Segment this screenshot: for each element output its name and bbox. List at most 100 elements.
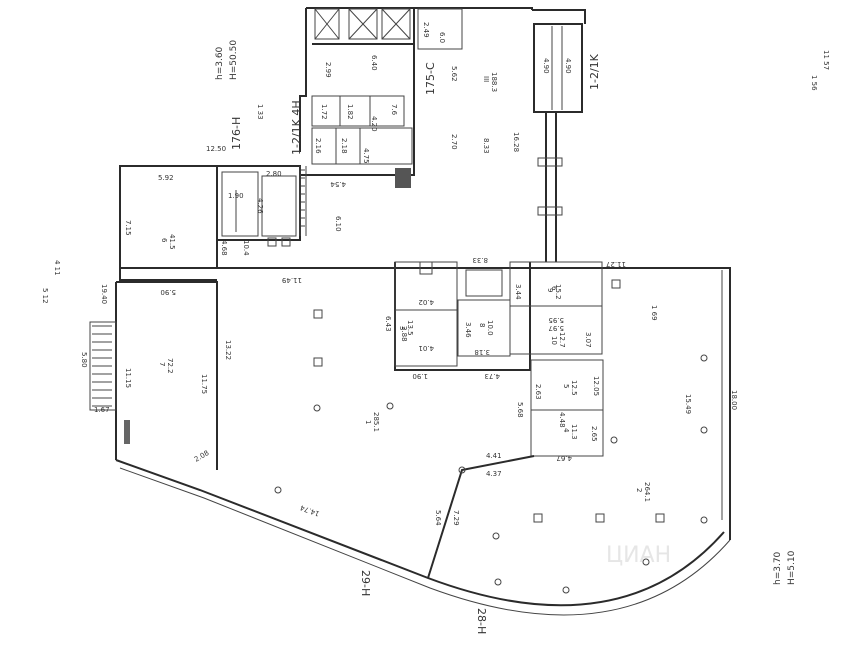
columns [274,279,708,594]
room-area: 12.5 [570,380,578,396]
dimension: 4.01 [418,344,434,352]
dimension: 1.90 [228,192,244,200]
room-area: 10.0 [486,320,494,336]
dimension: 4.90 [542,58,550,74]
watermark-logo: ЦИАН [606,543,671,568]
dimension: 2.99 [324,62,332,78]
axis-label-29: 29-H [359,570,372,596]
room-number: III [482,76,490,82]
side-mark-left-top: 1 33 [256,104,264,120]
dimension: 5.68 [516,402,524,418]
room-area: 13.5 [406,320,414,336]
dimension: 2.88 [400,326,408,342]
dimension: 1.67 [94,406,110,414]
dimension: 11.49 [282,276,302,284]
dimension: 8.33 [472,256,488,264]
dimension: 11.75 [200,374,208,394]
dimension: 16.28 [512,132,520,152]
dimension: 2.65 [590,426,598,442]
side-mark-right-top-b: 1 56 [810,75,818,91]
dimension: 4.75 [362,148,370,164]
dimension: 2.18 [340,138,348,154]
dimension: 1.90 [412,372,428,380]
dimension: 7.15 [124,220,132,236]
room-number: 10 [550,336,558,345]
dimension: 5.64 [434,510,442,526]
dimension: 6.0 [438,32,446,43]
axis-label-1-2lk4: 1-2/1K 4H [290,100,303,155]
dimension: 2.80 [266,170,282,178]
inner-rooms [394,261,604,579]
dimension: 1.72 [320,104,328,120]
room-number: 2 [635,488,643,492]
dimension: 6.40 [370,55,378,71]
dimension: 4.48 [558,412,566,428]
room-number: 3 [398,326,406,330]
side-mark-right-mid: 1 69 [650,305,658,321]
room-area: 285.1 [372,412,380,432]
height-label-H: H=50.50 [229,40,239,80]
room-area: 12.7 [558,332,566,348]
dimension: 19.40 [100,284,108,304]
dimension: 11.15 [124,368,132,388]
dimension: 10.4 [242,240,250,256]
dimension: 4.73 [484,372,500,380]
dimension: 2.70 [450,134,458,150]
dimension: 4.02 [418,298,434,306]
room-number: 1 [364,420,372,424]
dimension: 12.05 [592,376,600,396]
height-label-h-br: h=3.70 [773,551,783,585]
room-area: 11.3 [570,424,578,440]
dimension: 5.80 [80,352,88,368]
dimension: 4.20 [370,116,378,132]
dimension: 4.68 [220,240,228,256]
room-number: 8 [478,323,486,327]
dimension: 3.07 [584,332,592,348]
axis-label-175: 175-C [424,62,437,95]
dimension: 13.22 [224,340,232,360]
dimension: 7.29 [452,510,460,526]
dimension: 4.67 [556,454,572,462]
dimension: 1.82 [346,104,354,120]
upper-service-block [299,7,533,188]
room-number: 6 [550,286,558,291]
right-stair-column [532,9,586,262]
left-wing [89,165,218,470]
dimension: 5.97 [548,324,564,332]
room-area: 188.3 [490,72,498,92]
dimension: 5.90 [160,288,176,296]
room-number: 5 [562,384,570,388]
dimension: 3.18 [474,348,490,356]
dimension: 5.92 [158,174,174,182]
room-area: 15.2 [554,284,562,300]
room-number: 9 [546,288,554,292]
dimension: 4.90 [564,58,572,74]
height-label-h: h=3.60 [215,46,225,80]
dimension: 11.27 [606,260,626,268]
axis-label-28: 28-H [475,608,488,634]
dimension: 6.10 [334,216,342,232]
dimension: 8.33 [482,138,490,154]
dimension: 14.74 [299,503,321,518]
height-label-H-br: H=5.10 [787,550,797,585]
dimension: 3.44 [514,284,522,300]
side-mark-right-top: 11 57 [822,50,830,70]
axis-label-176: 176-H [230,117,243,150]
dimension: 6.43 [384,316,392,332]
dimension: 5.95 [548,316,564,324]
dimensions: 6.40 2.49 6.0 2.99 5.62 4.90 4.90 1.82 1… [80,22,738,526]
room-labels: 1 285.1 2 264.1 3 13.5 4 11.3 5 12.5 6 4… [158,72,651,502]
room-area: 41.5 [168,234,176,250]
dimension: 3.46 [464,322,472,338]
dimension: 4.41 [486,452,502,460]
dimension: 15.49 [684,394,692,414]
dimension: 2.63 [534,384,542,400]
dimension: 5.62 [450,66,458,82]
dimension: 12.50 [206,145,226,153]
dimension: 2.08 [193,449,211,464]
main-outline [115,267,731,616]
dimension: 4.54 [330,180,346,188]
dimension: 4.37 [486,470,502,478]
room-number: 4 [562,428,570,433]
